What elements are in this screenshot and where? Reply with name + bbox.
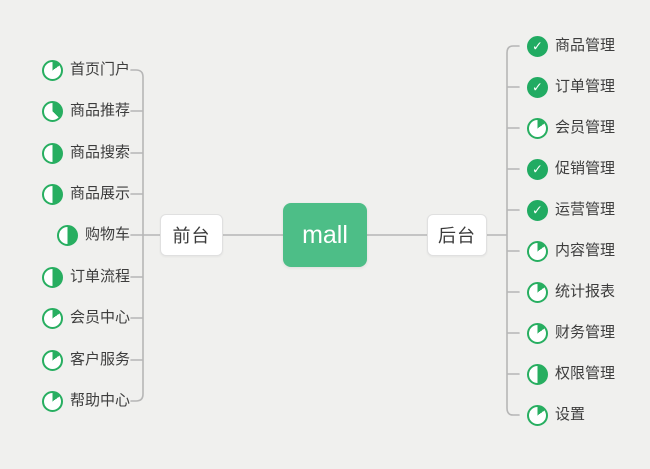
- progress-pie-icon: ✓: [527, 76, 548, 98]
- topic-label: 首页门户: [69, 61, 130, 78]
- progress-pie-icon: ✓: [527, 117, 548, 139]
- right-topic-8[interactable]: ✓ 权限管理: [527, 362, 615, 386]
- right-topic-4[interactable]: ✓ 运营管理: [527, 198, 615, 222]
- topic-label: 统计报表: [555, 283, 616, 300]
- left-topic-8[interactable]: ✓ 帮助中心: [41, 389, 130, 413]
- progress-pie-icon: ✓: [56, 224, 78, 246]
- topic-label: 商品管理: [555, 37, 616, 54]
- progress-pie-icon: ✓: [527, 322, 548, 344]
- topic-label: 促销管理: [555, 160, 616, 177]
- left-topic-2[interactable]: ✓ 商品搜索: [41, 141, 130, 165]
- right-topic-6[interactable]: ✓ 统计报表: [527, 280, 615, 304]
- topic-label: 权限管理: [555, 365, 616, 382]
- right-topic-9[interactable]: ✓ 设置: [527, 403, 585, 427]
- right-topic-5[interactable]: ✓ 内容管理: [527, 239, 615, 263]
- check-icon: ✓: [532, 79, 543, 94]
- frontend-branch-node[interactable]: 前台: [160, 214, 223, 256]
- topic-label: 商品搜索: [69, 144, 130, 161]
- right-topic-0[interactable]: ✓ 商品管理: [527, 34, 615, 58]
- topic-label: 商品推荐: [69, 102, 130, 119]
- right-topic-7[interactable]: ✓ 财务管理: [527, 321, 615, 345]
- progress-pie-icon: ✓: [527, 240, 548, 262]
- progress-pie-icon: ✓: [41, 390, 63, 412]
- progress-pie-icon: ✓: [41, 349, 63, 371]
- topic-label: 内容管理: [555, 242, 616, 259]
- right-topic-2[interactable]: ✓ 会员管理: [527, 116, 615, 140]
- progress-pie-icon: ✓: [41, 100, 63, 122]
- progress-pie-icon: ✓: [527, 404, 548, 426]
- topic-label: 会员中心: [69, 309, 130, 326]
- left-topic-1[interactable]: ✓ 商品推荐: [41, 99, 130, 123]
- progress-pie-icon: ✓: [527, 199, 548, 221]
- backend-branch-node[interactable]: 后台: [427, 214, 487, 256]
- progress-pie-icon: ✓: [527, 363, 548, 385]
- left-topic-7[interactable]: ✓ 客户服务: [41, 348, 130, 372]
- progress-pie-icon: ✓: [41, 142, 63, 164]
- left-topic-0[interactable]: ✓ 首页门户: [41, 58, 130, 82]
- check-icon: ✓: [532, 202, 543, 217]
- topic-label: 客户服务: [69, 351, 130, 368]
- left-topic-6[interactable]: ✓ 会员中心: [41, 306, 130, 330]
- progress-pie-icon: ✓: [41, 59, 63, 81]
- topic-label: 会员管理: [555, 119, 616, 136]
- right-topic-3[interactable]: ✓ 促销管理: [527, 157, 615, 181]
- progress-pie-icon: ✓: [41, 183, 63, 205]
- topic-label: 帮助中心: [69, 392, 130, 409]
- left-topic-4[interactable]: ✓ 购物车: [56, 223, 130, 247]
- left-topic-3[interactable]: ✓ 商品展示: [41, 182, 130, 206]
- progress-pie-icon: ✓: [527, 158, 548, 180]
- topic-label: 订单流程: [69, 268, 130, 285]
- root-topic[interactable]: mall: [283, 203, 367, 267]
- left-topic-5[interactable]: ✓ 订单流程: [41, 265, 130, 289]
- progress-pie-icon: ✓: [527, 35, 548, 57]
- progress-pie-icon: ✓: [527, 281, 548, 303]
- topic-label: 设置: [555, 406, 586, 423]
- topic-label: 订单管理: [555, 78, 616, 95]
- topic-label: 购物车: [84, 226, 130, 243]
- topic-label: 运营管理: [555, 201, 616, 218]
- right-topic-1[interactable]: ✓ 订单管理: [527, 75, 615, 99]
- progress-pie-icon: ✓: [41, 266, 63, 288]
- check-icon: ✓: [532, 38, 543, 53]
- progress-pie-icon: ✓: [41, 307, 63, 329]
- check-icon: ✓: [532, 161, 543, 176]
- topic-label: 商品展示: [69, 185, 130, 202]
- topic-label: 财务管理: [555, 324, 616, 341]
